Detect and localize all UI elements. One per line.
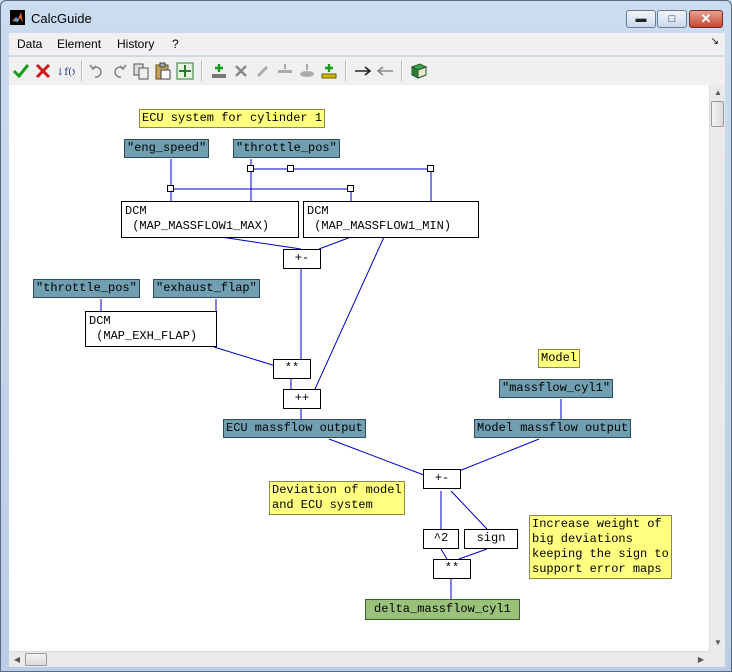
undo-icon[interactable] <box>87 61 107 81</box>
scroll-left-icon[interactable]: ◀ <box>13 655 21 664</box>
dcm-exh-flap[interactable]: DCM (MAP_EXH_FLAP) <box>85 311 217 347</box>
svg-text:↓f(x): ↓f(x) <box>56 67 75 78</box>
signal-throttle-pos-2[interactable]: "throttle_pos" <box>33 279 140 298</box>
vertical-scroll-thumb[interactable] <box>711 101 724 127</box>
result-delta-massflow[interactable]: delta_massflow_cyl1 <box>365 599 520 620</box>
diagram-canvas[interactable]: ECU system for cylinder 1 "eng_speed" "t… <box>9 85 709 651</box>
operator-power[interactable]: ** <box>273 359 311 379</box>
close-button[interactable]: ✕ <box>689 10 723 28</box>
horizontal-scrollbar[interactable]: ◀ ▶ <box>9 651 709 667</box>
toolbar-separator <box>81 61 83 81</box>
signal-massflow-cyl1[interactable]: "massflow_cyl1" <box>499 379 614 398</box>
note-deviation[interactable]: Deviation of model and ECU system <box>269 481 405 515</box>
ecu-massflow-output[interactable]: ECU massflow output <box>223 419 366 438</box>
link-right-icon[interactable] <box>353 61 373 81</box>
menu-bar: Data Element History ? ↘ <box>9 33 725 55</box>
title-bar[interactable]: CalcGuide ▬ □ ✕ <box>1 1 731 33</box>
toolbar: ↓f(x) <box>9 56 725 86</box>
insert-into-icon[interactable] <box>319 61 339 81</box>
operator-power-2[interactable]: ** <box>433 559 471 579</box>
scroll-up-icon[interactable]: ▲ <box>714 88 722 97</box>
scroll-down-icon[interactable]: ▼ <box>714 638 722 647</box>
maximize-icon: □ <box>668 13 676 25</box>
link-lines <box>100 159 562 599</box>
dcm-massflow-max[interactable]: DCM (MAP_MASSFLOW1_MAX) <box>121 201 299 238</box>
toolbar-separator <box>201 61 203 81</box>
note-increase-weight[interactable]: Increase weight of big deviations keepin… <box>529 515 672 579</box>
menu-element[interactable]: Element <box>57 37 102 51</box>
move-icon[interactable] <box>175 61 195 81</box>
model-massflow-output[interactable]: Model massflow output <box>474 419 632 438</box>
note-ecu-system[interactable]: ECU system for cylinder 1 <box>139 109 326 128</box>
book-icon[interactable] <box>409 61 429 81</box>
toolbar-separator <box>345 61 347 81</box>
dock-arrow-icon[interactable]: ↘ <box>710 36 719 47</box>
scroll-corner <box>709 651 725 667</box>
link-left-icon[interactable] <box>375 61 395 81</box>
menu-data[interactable]: Data <box>17 37 43 51</box>
link-port[interactable] <box>167 185 174 192</box>
menu-help[interactable]: ? <box>172 37 179 51</box>
minimize-button[interactable]: ▬ <box>626 10 656 28</box>
add-element-icon[interactable] <box>209 61 229 81</box>
operator-plus-plus[interactable]: ++ <box>283 389 321 409</box>
copy-icon[interactable] <box>131 61 151 81</box>
insert-above-icon[interactable] <box>275 61 295 81</box>
operator-plus-minus-2[interactable]: +- <box>423 469 461 489</box>
scroll-right-icon[interactable]: ▶ <box>697 655 705 664</box>
function-icon[interactable]: ↓f(x) <box>55 61 75 81</box>
cancel-icon[interactable] <box>33 61 53 81</box>
operator-plus-minus[interactable]: +- <box>283 249 321 269</box>
signal-throttle-pos[interactable]: "throttle_pos" <box>233 139 340 158</box>
signal-exhaust-flap[interactable]: "exhaust_flap" <box>153 279 260 298</box>
maximize-button[interactable]: □ <box>657 10 687 28</box>
operator-sign[interactable]: sign <box>464 529 518 549</box>
edit-icon[interactable] <box>253 61 273 81</box>
accept-icon[interactable] <box>11 61 31 81</box>
link-port[interactable] <box>287 165 294 172</box>
link-port[interactable] <box>247 165 254 172</box>
link-port[interactable] <box>427 165 434 172</box>
insert-below-icon[interactable] <box>297 61 317 81</box>
signal-eng-speed[interactable]: "eng_speed" <box>124 139 210 158</box>
delete-element-icon[interactable] <box>231 61 251 81</box>
menu-history[interactable]: History <box>117 37 155 51</box>
window-title: CalcGuide <box>31 11 92 26</box>
close-icon: ✕ <box>700 11 712 26</box>
vertical-scrollbar[interactable]: ▲ ▼ <box>709 85 725 651</box>
paste-icon[interactable] <box>153 61 173 81</box>
minimize-icon: ▬ <box>635 13 647 25</box>
link-port[interactable] <box>347 185 354 192</box>
horizontal-scroll-thumb[interactable] <box>25 653 47 666</box>
dcm-massflow-min[interactable]: DCM (MAP_MASSFLOW1_MIN) <box>303 201 479 238</box>
redo-icon[interactable] <box>109 61 129 81</box>
matlab-logo-icon <box>10 10 25 25</box>
operator-square[interactable]: ^2 <box>423 529 459 549</box>
toolbar-separator <box>401 61 403 81</box>
note-model[interactable]: Model <box>538 349 581 368</box>
